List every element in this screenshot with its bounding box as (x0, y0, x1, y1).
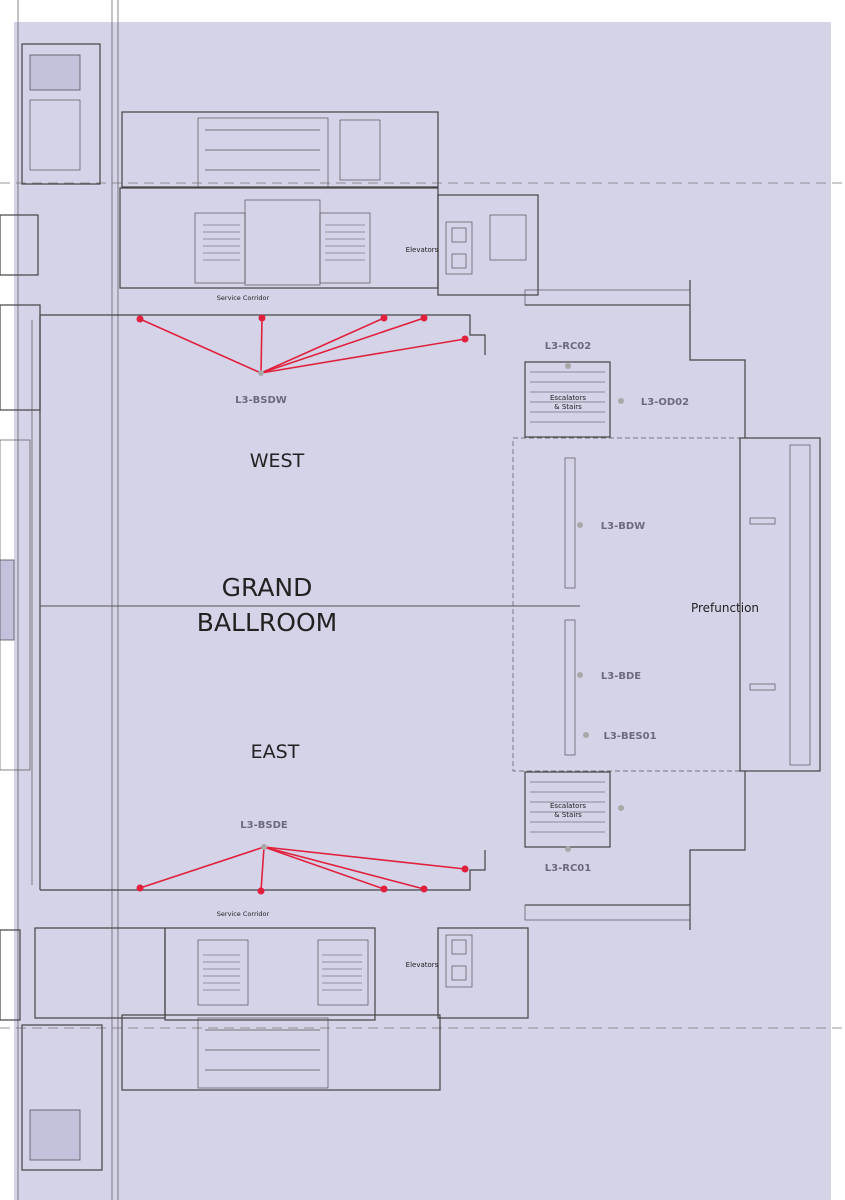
connection-line (263, 846, 466, 870)
escalators-bottom-label: Escalators (550, 802, 586, 810)
bsdw-marker (258, 370, 264, 376)
connection-line (263, 846, 425, 890)
top-service-block (0, 43, 539, 411)
connection-line (139, 846, 265, 889)
prefunction-label: Prefunction (691, 601, 759, 615)
service-corridor-bottom-label: Service Corridor (217, 910, 270, 918)
connection-line (260, 846, 265, 892)
escalators-top-label: Escalators (550, 394, 586, 402)
west-endpoint-marker (420, 314, 428, 322)
grand-label: GRAND (222, 573, 313, 602)
od02-label: L3-OD02 (641, 397, 689, 408)
service-corridor-top-label: Service Corridor (217, 294, 270, 302)
east-label: EAST (251, 741, 300, 763)
bes01-marker (583, 732, 589, 738)
connection-line (139, 318, 262, 374)
west-endpoint-marker (136, 315, 144, 323)
bes01-label: L3-BES01 (603, 731, 656, 742)
west-endpoint-marker (258, 314, 266, 322)
east-side-structures (512, 280, 821, 930)
east-endpoint-marker (257, 887, 265, 895)
west-label: WEST (250, 450, 305, 472)
ballroom-walls (0, 314, 580, 891)
east-endpoint-marker (420, 885, 428, 893)
connection-line (260, 317, 263, 374)
east-connections (139, 846, 466, 892)
connection-line (263, 846, 385, 890)
stairs-top-label: & Stairs (554, 403, 582, 411)
west-endpoint-marker (380, 314, 388, 322)
plan-area (14, 22, 831, 1200)
ballroom-label: BALLROOM (197, 608, 337, 637)
bdw-label: L3-BDW (601, 521, 645, 532)
bde-label: L3-BDE (601, 671, 641, 682)
elevators-bottom-label: Elevators (406, 961, 439, 969)
east-endpoint-marker (461, 865, 469, 873)
bsdw-label: L3-BSDW (235, 395, 287, 406)
east-endpoint-marker (136, 884, 144, 892)
rc02-marker (565, 363, 571, 369)
rc02-label: L3-RC02 (545, 341, 591, 352)
bde-marker (577, 672, 583, 678)
connection-line (260, 317, 425, 374)
connection-line (260, 317, 385, 374)
west-endpoint-marker (461, 335, 469, 343)
connection-line (260, 338, 466, 374)
bottom-service-block (0, 927, 529, 1171)
west-connections (139, 317, 466, 374)
elevators-top-label: Elevators (406, 246, 439, 254)
east-endpoint-marker (380, 885, 388, 893)
od01-marker (618, 805, 624, 811)
bsde-label: L3-BSDE (240, 820, 288, 831)
rc01-marker (565, 846, 571, 852)
rc01-label: L3-RC01 (545, 863, 591, 874)
bsde-marker (261, 844, 267, 850)
bdw-marker (577, 522, 583, 528)
stairs-bottom-label: & Stairs (554, 811, 582, 819)
od02-marker (618, 398, 624, 404)
